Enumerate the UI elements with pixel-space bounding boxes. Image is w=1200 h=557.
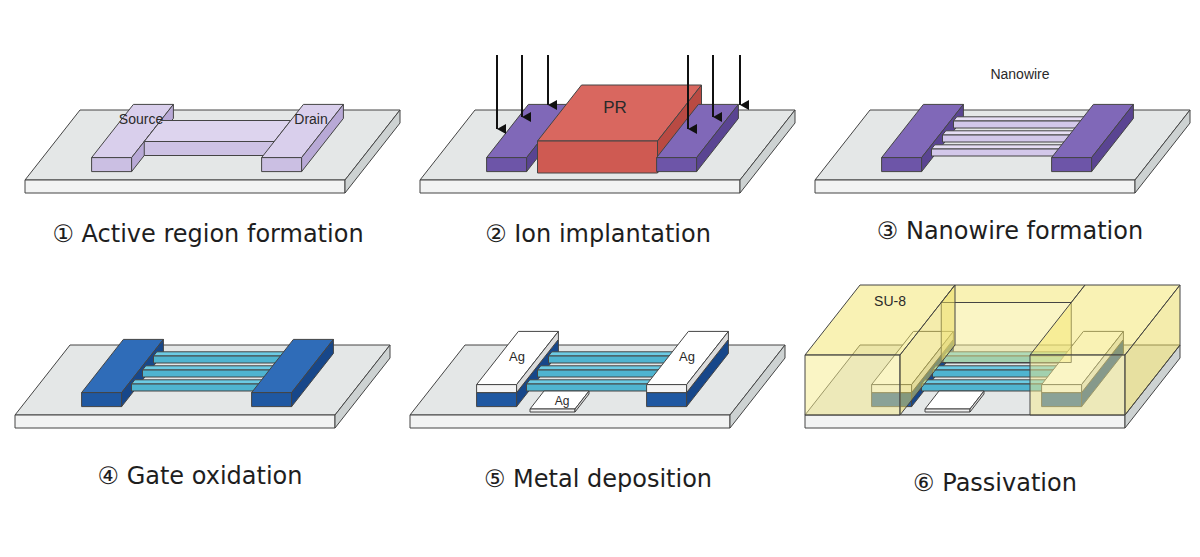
silver-contact <box>647 331 729 392</box>
part-label: Drain <box>294 112 327 127</box>
part-label: PR <box>603 99 627 118</box>
drain-pad <box>657 104 739 171</box>
panel-passivation <box>805 285 1180 428</box>
panel-gate-oxidation <box>15 339 390 428</box>
drain-pad <box>252 339 334 406</box>
substrate <box>15 345 390 428</box>
silver-gate-pad <box>530 391 589 412</box>
part-label: SU-8 <box>874 294 906 309</box>
step-caption: ⑤ Metal deposition <box>484 466 712 492</box>
panel-active-region <box>25 104 400 193</box>
implant-arrows <box>497 55 740 129</box>
step-caption: ③ Nanowire formation <box>877 218 1143 244</box>
part-label: Ag <box>555 395 570 408</box>
part-label: Source <box>119 112 163 127</box>
substrate <box>25 110 400 193</box>
su8-layer <box>805 285 1180 415</box>
panel-ion-implantation <box>420 55 795 193</box>
step-caption: ④ Gate oxidation <box>98 463 303 489</box>
drain-pad <box>1052 104 1134 171</box>
substrate <box>410 345 785 428</box>
substrate <box>815 110 1190 193</box>
part-label: Ag <box>679 350 695 364</box>
step-caption: ⑥ Passivation <box>913 470 1077 496</box>
drain-pad <box>262 104 344 171</box>
panel-metal-deposition <box>410 331 785 428</box>
part-label: Ag <box>509 350 525 364</box>
silver-gate-pad <box>925 391 984 412</box>
step-caption: ② Ion implantation <box>485 221 711 247</box>
part-label: Nanowire <box>990 67 1049 82</box>
step-caption: ① Active region formation <box>52 221 363 247</box>
panel-nanowire <box>815 104 1190 193</box>
